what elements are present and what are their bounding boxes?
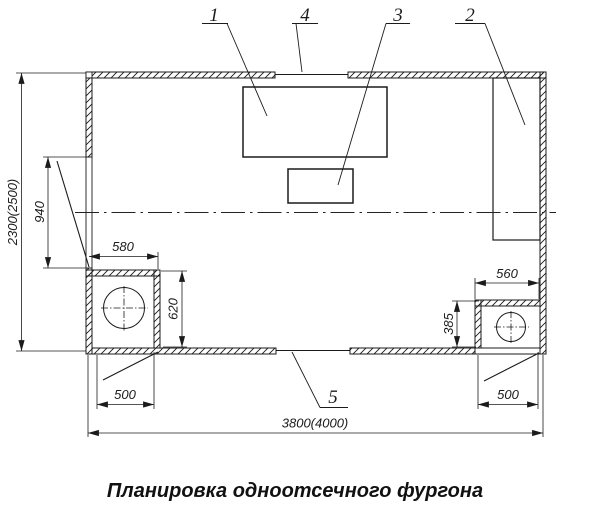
left-wheel-box-right-wall — [153, 269, 161, 349]
dim-385-text: 385 — [441, 312, 456, 334]
top-wall-left-segment — [85, 71, 276, 79]
right-flap-line — [483, 352, 540, 382]
drawing-title: Планировка одноотсечного фургона — [107, 480, 483, 502]
callout-5-leader — [291, 351, 321, 408]
left-wheel-box — [85, 269, 161, 349]
bottom-wall-left-segment — [85, 347, 277, 355]
left-wheel-box-top-wall — [85, 269, 161, 277]
left-flap-line — [102, 351, 159, 381]
dim-side-door-text: 940 — [32, 200, 47, 222]
callout-4-leader — [295, 23, 303, 73]
dim-left-wheelbox-bottom: 500 — [96, 352, 155, 409]
van-body-walls — [85, 71, 547, 355]
dim-right-wheelbox-side: 385 — [441, 300, 479, 348]
right-wall — [539, 71, 547, 355]
equipment-3-rect — [287, 168, 354, 204]
callout-5: 5 — [291, 351, 348, 408]
interior-equipment — [242, 77, 541, 241]
equipment-2-rect — [492, 77, 541, 241]
callout-2: 2 — [455, 5, 526, 126]
dim-500-right-text: 500 — [497, 387, 519, 402]
callout-2-label: 2 — [465, 5, 475, 26]
left-wall-lower-hatch — [85, 267, 93, 355]
dim-right-wheelbox-top: 560 — [474, 266, 540, 299]
dim-560-text: 560 — [496, 266, 518, 281]
callouts: 1 4 3 2 5 — [202, 5, 526, 408]
callout-3-label: 3 — [392, 5, 403, 26]
callout-3-leader — [337, 23, 387, 186]
dim-body-length-text: 3800(4000) — [282, 416, 349, 431]
top-wall-right-segment — [347, 71, 547, 79]
callout-4: 4 — [292, 5, 318, 73]
callout-1-leader — [226, 23, 268, 117]
dim-body-height-text: 2300(2500) — [5, 179, 20, 247]
callout-1: 1 — [202, 5, 268, 117]
right-wheel-box-top-wall — [474, 299, 541, 307]
callout-1-label: 1 — [209, 5, 219, 26]
dim-580-text: 580 — [112, 239, 134, 254]
dim-body-length: 3800(4000) — [87, 355, 544, 437]
dim-left-wheelbox-top: 580 — [88, 239, 159, 269]
bottom-wall-under-wheelbox — [474, 347, 541, 355]
callout-5-label: 5 — [328, 387, 338, 408]
bottom-wall-right-segment — [349, 347, 476, 355]
left-wall-upper-hatch — [85, 77, 93, 158]
dim-620-text: 620 — [166, 297, 181, 319]
dimensions: 2300(2500) 940 580 620 500 — [5, 72, 544, 437]
callout-4-label: 4 — [300, 5, 310, 26]
callout-3: 3 — [337, 5, 410, 186]
door-swing-lines — [56, 160, 540, 382]
dim-500-left-text: 500 — [114, 387, 136, 402]
side-door-leaf-line — [56, 160, 90, 268]
equipment-1-rect — [242, 86, 388, 158]
dim-right-wheelbox-bottom: 500 — [477, 352, 539, 409]
dim-side-door-opening: 940 — [32, 156, 89, 269]
dim-left-wheelbox-side: 620 — [161, 270, 187, 348]
right-wheel-box-left-wall — [474, 299, 482, 349]
callout-2-leader — [484, 23, 526, 126]
dim-body-height: 2300(2500) — [5, 72, 86, 352]
right-wheel-box — [474, 299, 541, 349]
